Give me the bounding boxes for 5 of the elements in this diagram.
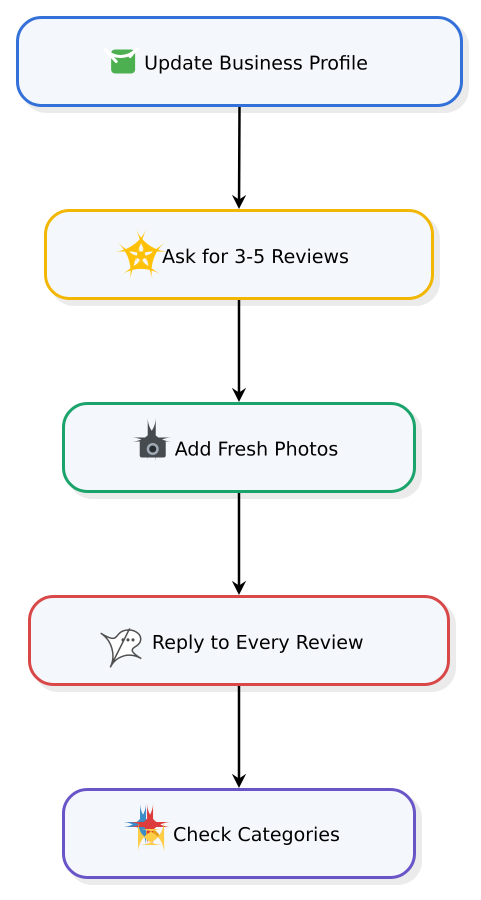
process-box: Add Fresh Photos <box>62 402 422 499</box>
process-box: Ask for 3-5 Reviews <box>44 209 440 306</box>
process-box: Reply to Every Review <box>28 595 456 692</box>
process-box: Update Business Profile <box>16 16 469 113</box>
process-box: Check Categories <box>62 788 422 885</box>
